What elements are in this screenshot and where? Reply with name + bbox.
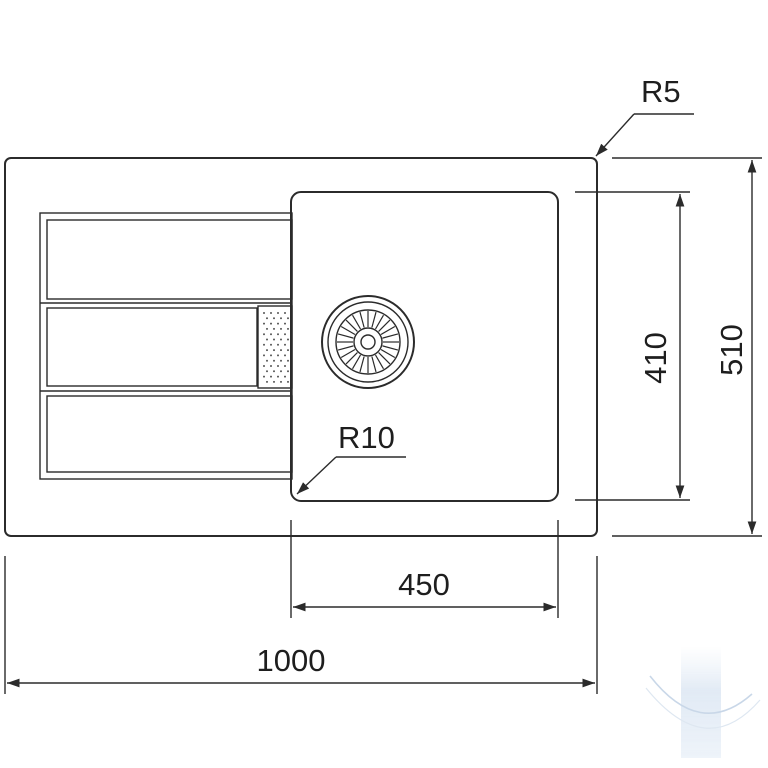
dimension-410-label: 410 — [638, 332, 673, 384]
watermark-logo — [645, 646, 761, 758]
dimension-450: 450 — [290, 520, 559, 618]
strainer-slot — [257, 305, 293, 389]
dimension-510-label: 510 — [714, 324, 749, 376]
sink-outline — [4, 157, 598, 537]
dimension-1000-label: 1000 — [257, 643, 326, 678]
r10-label: R10 — [338, 420, 395, 455]
dimension-510: 510 — [612, 157, 762, 537]
r10-annotation: R10 — [296, 420, 406, 495]
drainer-board — [39, 212, 293, 480]
dimension-410: 410 — [575, 191, 690, 501]
r5-annotation: R5 — [595, 74, 694, 157]
r5-label: R5 — [641, 74, 681, 109]
drain-strainer-icon — [321, 295, 415, 389]
dimension-450-label: 450 — [398, 567, 450, 602]
bowl-outline — [290, 191, 559, 502]
dimension-1000: 1000 — [4, 556, 598, 694]
